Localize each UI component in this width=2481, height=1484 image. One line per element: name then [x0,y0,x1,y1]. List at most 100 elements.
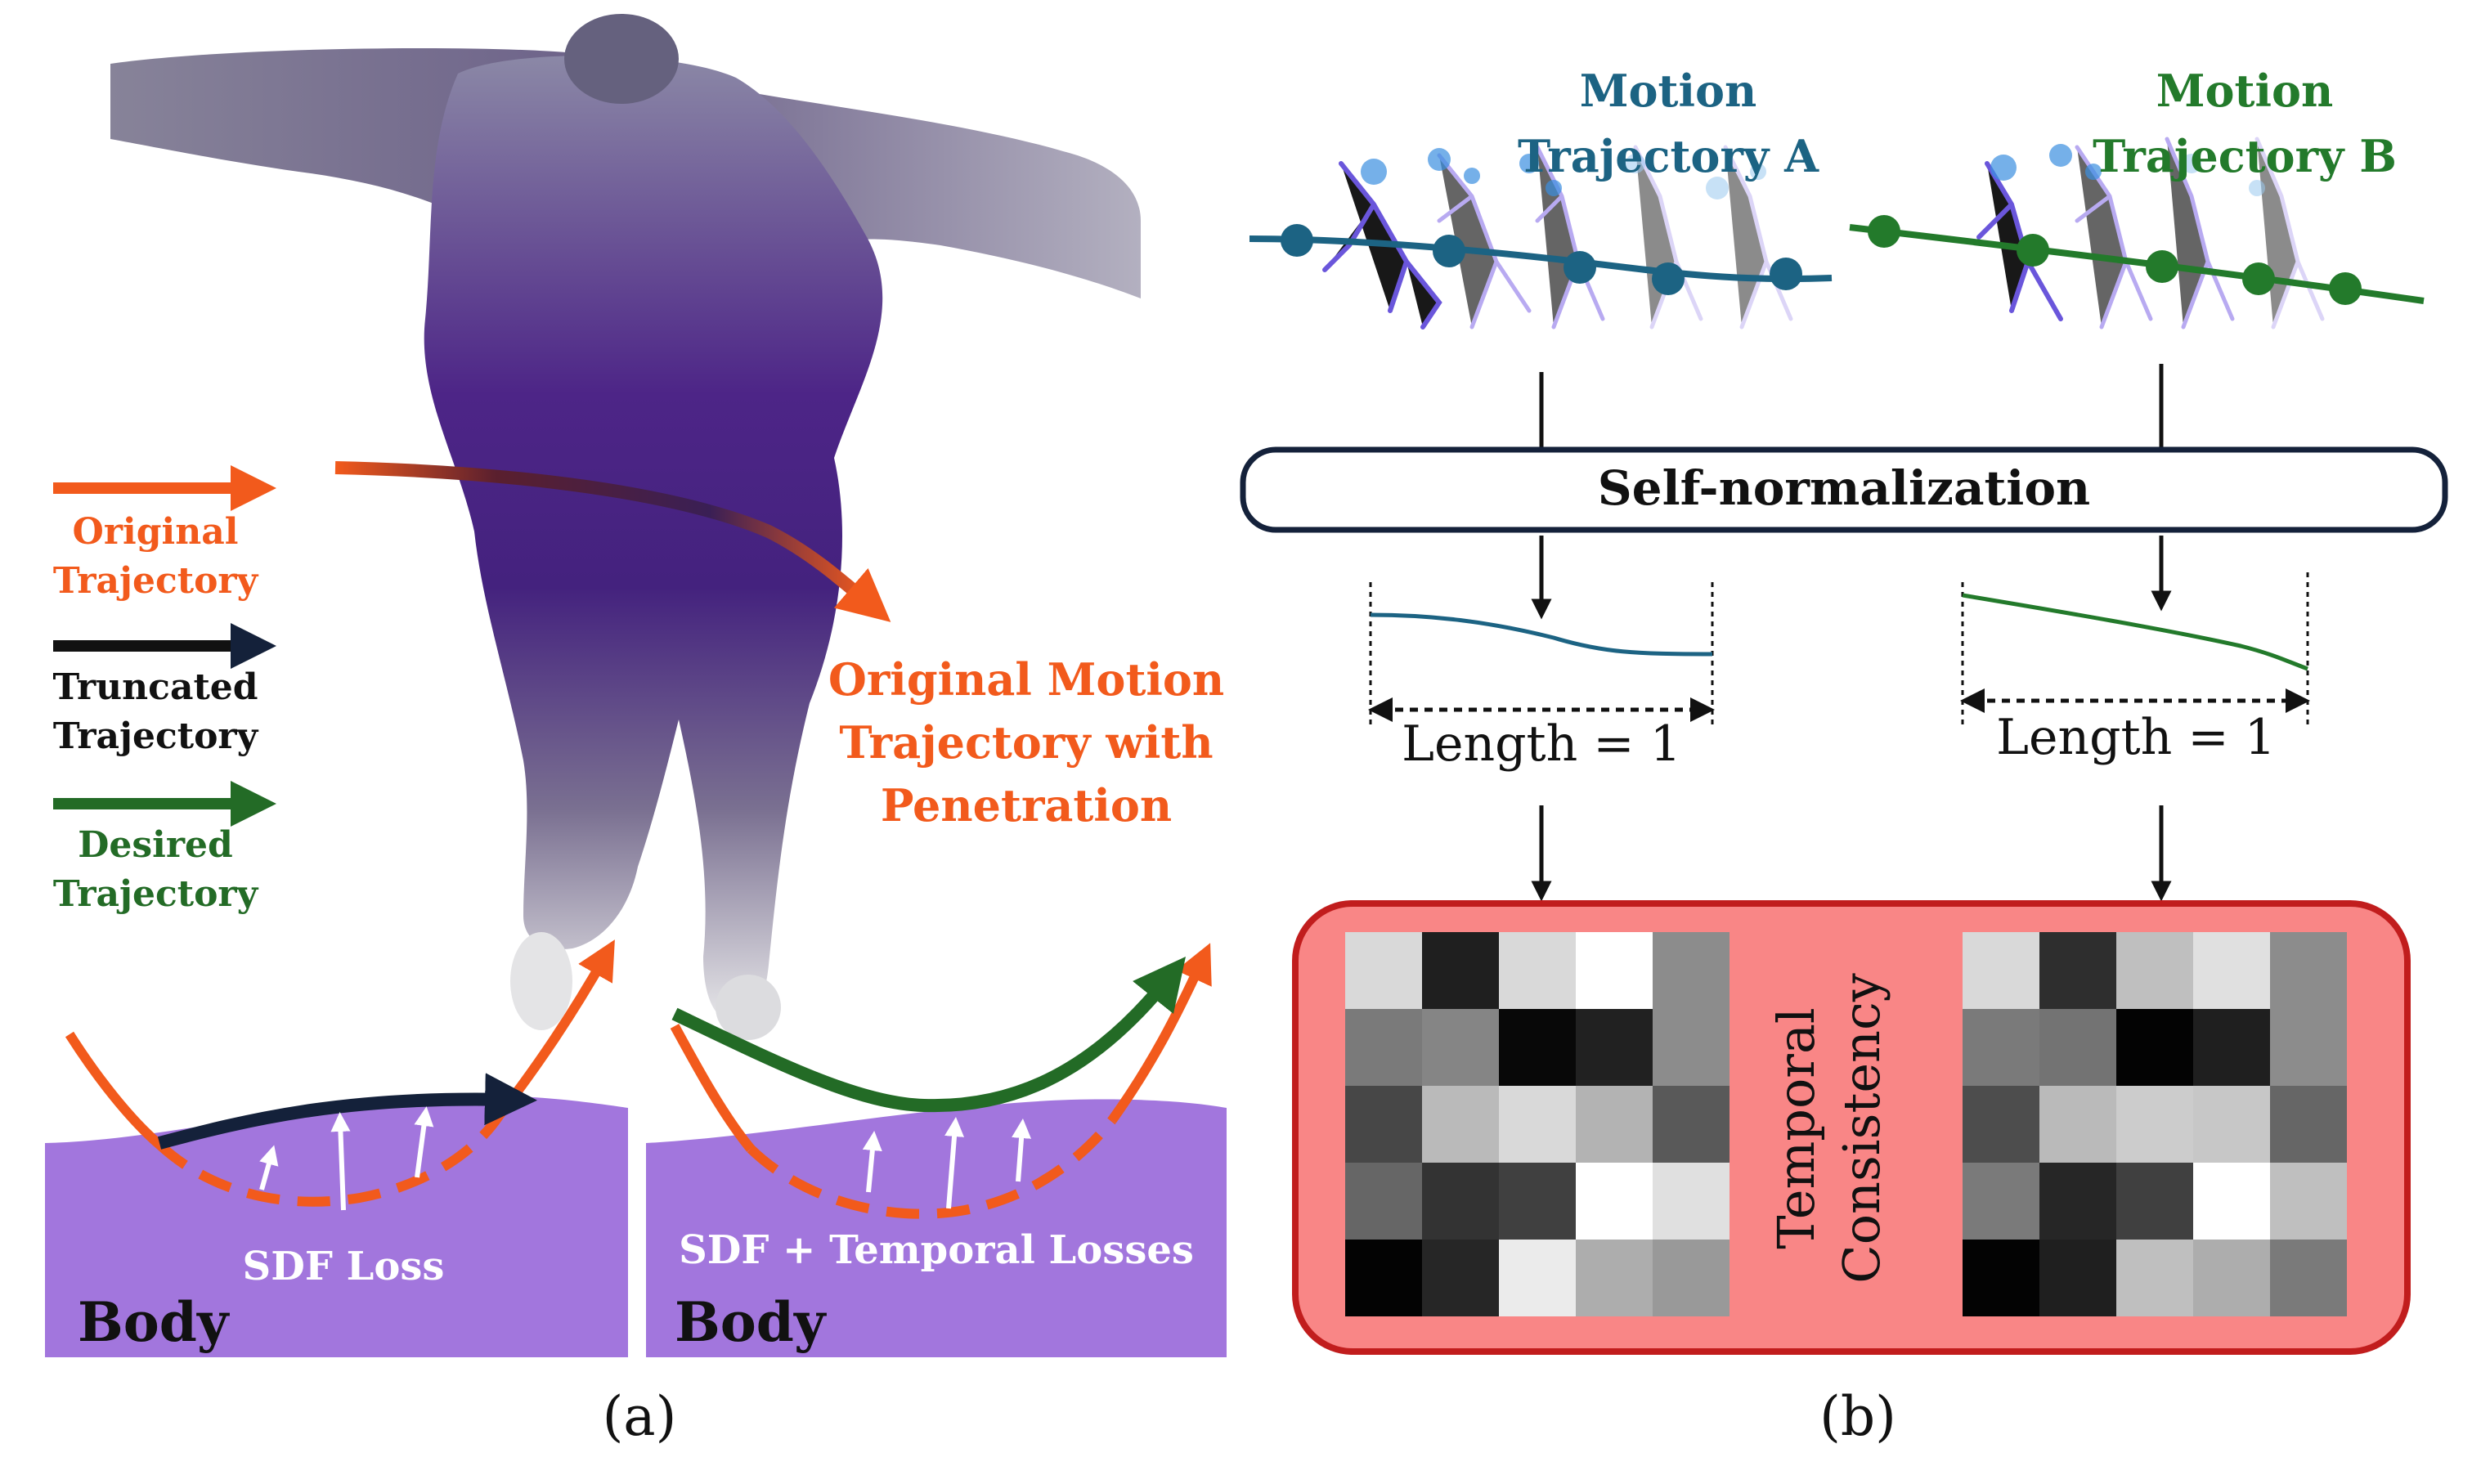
trajectory-b-point [2146,250,2178,283]
matrix-cell [1653,1009,1730,1086]
sdf-push-arrow-3 [414,1106,434,1178]
matrix-cell [1576,1163,1653,1240]
original-trajectory-right-exit [1108,943,1212,1123]
body-torso-legs [424,56,883,1023]
legend-desired-line1: Desired [78,824,233,866]
matrix-cell [1653,1086,1730,1163]
trajectory-a-point [1770,258,1802,290]
human-body-mesh [110,14,1141,1040]
matrix-cell [1576,1009,1653,1086]
matrix-cell [1499,1009,1576,1086]
trajectory-a-title-line1: Motion [1580,65,1757,117]
matrix-cell [1576,1086,1653,1163]
matrix-cell [1345,932,1422,1009]
temporal-consistency-line1: Temporal [1766,1007,1826,1249]
matrix-cell [2270,1086,2347,1163]
desired-trajectory-arrow [671,957,1186,1113]
trajectory-b-point [2017,234,2049,267]
matrix-cell [1422,1086,1499,1163]
penetrating-dashed-left [155,1113,503,1207]
trajectory-a-point [1564,251,1596,284]
body-label-left: Body [78,1290,230,1354]
trajectory-a-point [1433,235,1465,267]
normalized-trajectory-a: Length = 1 [1368,582,1715,773]
matrix-cell [2193,1240,2270,1316]
matrix-cell [1422,1163,1499,1240]
caption-b: (b) [1819,1385,1896,1448]
legend-desired-line2: Trajectory [53,873,259,915]
legend-truncated-line2: Trajectory [53,715,259,757]
trajectory-b-title-line1: Motion [2156,65,2334,117]
trajectory-b-point [2242,262,2275,295]
matrix-cell [2270,1240,2347,1316]
penetrating-trajectory-arrow [334,461,891,622]
sdf-temporal-example: SDF + Temporal Losses Body [646,943,1227,1357]
penetrating-dashed-right [747,1117,1116,1219]
matrix-cell [1345,1163,1422,1240]
legend-truncated-line1: Truncated [52,666,258,708]
body-head [564,14,679,104]
matrix-cell [1963,1086,2039,1163]
temporal-push-arrow-2 [944,1117,965,1209]
trajectory-b-point [2329,272,2362,305]
matrix-cell [2193,1086,2270,1163]
sdf-loss-example: SDF Loss Body [45,939,628,1357]
body-surface-left [45,1095,628,1357]
matrix-cell [1963,1009,2039,1086]
matrix-cell [1653,1163,1730,1240]
panel-a: Original Trajectory Truncated Trajectory… [45,14,1227,1448]
matrix-cell [1963,1163,2039,1240]
matrix-cell [2270,932,2347,1009]
matrix-cell [2193,1163,2270,1240]
norm-a-curve [1370,612,1713,657]
annotation-line3: Penetration [881,779,1172,832]
trajectory-a-point [1281,224,1313,257]
sdf-push-arrow-2 [330,1112,351,1211]
trajectory-b-point [1868,215,1900,248]
matrix-cell [2039,932,2116,1009]
matrix-cell [1653,932,1730,1009]
truncated-trajectory-arrow [157,1073,537,1150]
matrix-cell [1422,932,1499,1009]
matrix-cell [1345,1009,1422,1086]
norm-b-curve [1962,593,2308,671]
matrix-cell [1963,932,2039,1009]
temporal-consistency-line2: Consistency [1832,973,1891,1283]
legend-original-line1: Original [73,511,239,553]
matrix-cell [1345,1086,1422,1163]
body-label-right: Body [675,1290,827,1354]
self-normalization-box [1240,446,2448,533]
legend: Original Trajectory Truncated Trajectory… [52,465,276,915]
caption-a: (a) [603,1385,677,1448]
body-foot-left [510,932,572,1030]
matrix-cell [1653,1240,1730,1316]
norm-b-length-label: Length = 1 [1996,709,2276,766]
matrix-b [1963,932,2347,1316]
body-surface-right [646,1099,1227,1357]
normalized-trajectory-b: Length = 1 [1960,572,2310,766]
matrix-cell [1422,1240,1499,1316]
matrix-cell [2193,932,2270,1009]
annotation-line1: Original Motion [828,653,1224,706]
trajectory-b-title-line2: Trajectory B [2093,130,2397,182]
temporal-push-arrow-1 [862,1131,882,1193]
matrix-a [1345,932,1730,1316]
trajectory-a-title-line2: Trajectory A [1518,130,1819,182]
norm-a-length-label: Length = 1 [1402,715,1681,773]
original-trajectory-right [670,1024,755,1152]
body-foot-right [716,975,781,1040]
matrix-cell [2039,1240,2116,1316]
matrix-cell [1499,1086,1576,1163]
matrix-cell [1576,932,1653,1009]
matrix-cell [1499,1163,1576,1240]
legend-original-line2: Trajectory [53,560,259,602]
matrix-cell [1499,932,1576,1009]
sdf-temporal-label: SDF + Temporal Losses [679,1227,1194,1273]
sdf-loss-label: SDF Loss [243,1244,445,1289]
matrix-cell [2270,1009,2347,1086]
matrix-cell [2039,1009,2116,1086]
matrix-cell [1345,1240,1422,1316]
matrix-cell [1963,1240,2039,1316]
matrix-cell [2193,1009,2270,1086]
